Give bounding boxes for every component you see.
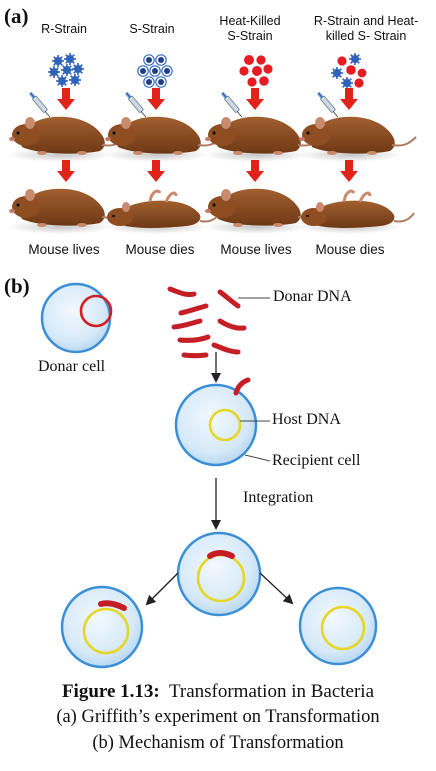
mouse-dead-icon bbox=[296, 189, 416, 236]
col-title-line: Heat-Killed bbox=[219, 14, 281, 28]
host-dna-label: Host DNA bbox=[272, 411, 341, 428]
syringe-icon bbox=[316, 91, 339, 118]
transformation-mechanism-graphic bbox=[40, 282, 378, 669]
griffith-experiment-graphic bbox=[7, 52, 417, 236]
syringe-icon bbox=[124, 91, 147, 118]
col-title-heat-killed: Heat-Killed S-Strain bbox=[205, 14, 295, 44]
col-title-s-strain: S-Strain bbox=[112, 22, 192, 37]
col-title-line: R-Strain and Heat- bbox=[313, 14, 419, 28]
arrow-down-icon bbox=[246, 160, 264, 182]
col-title-line: R-Strain bbox=[41, 22, 87, 36]
donor-dna-label: Donar DNA bbox=[273, 288, 352, 305]
figure-caption-line3: (b) Mechanism of Transformation bbox=[92, 733, 344, 753]
figure-caption-title: Figure 1.13: Transformation in Bacteria bbox=[0, 681, 436, 703]
donor-dna-fragments bbox=[167, 286, 247, 359]
figure-caption-line2: (a) Griffith’s experiment on Transformat… bbox=[56, 707, 380, 727]
strain-cluster-mixed bbox=[330, 52, 367, 90]
integration-label: Integration bbox=[243, 489, 314, 506]
strain-cluster-smooth bbox=[137, 54, 173, 88]
recipient-cell-label: Recipient cell bbox=[272, 452, 361, 469]
arrow-down-icon bbox=[57, 160, 75, 182]
arrow-down-icon bbox=[246, 88, 264, 110]
mouse-dead-icon bbox=[102, 189, 222, 236]
integrated-cell bbox=[176, 531, 262, 617]
donor-cell-label: Donar cell bbox=[38, 358, 106, 375]
donor-cell bbox=[40, 282, 113, 354]
transformed-daughter-cell bbox=[60, 585, 144, 669]
daughter-cell bbox=[298, 586, 378, 666]
outcome-label: Mouse dies bbox=[315, 242, 385, 257]
outcome-label: Mouse lives bbox=[220, 242, 292, 257]
outcome-label: Mouse dies bbox=[125, 242, 195, 257]
col-title-line: S-Strain bbox=[129, 22, 175, 36]
arrow-down-icon bbox=[147, 160, 165, 182]
figure-title: Transformation in Bacteria bbox=[168, 681, 375, 702]
strain-cluster-rough bbox=[47, 52, 85, 88]
col-title-mixed: R-Strain and Heat- killed S- Strain bbox=[296, 14, 436, 44]
outcome-label: Mouse lives bbox=[28, 242, 100, 257]
syringe-icon bbox=[220, 91, 243, 118]
syringe-icon bbox=[28, 91, 51, 118]
arrow-down-icon bbox=[340, 160, 358, 182]
figure-number: Figure 1.13: bbox=[61, 681, 160, 702]
recipient-cell bbox=[174, 377, 258, 467]
part-a-label: (a) bbox=[4, 4, 29, 28]
col-title-r-strain: R-Strain bbox=[24, 22, 104, 37]
col-title-line: killed S- Strain bbox=[325, 29, 407, 43]
arrow-down-icon bbox=[57, 88, 75, 110]
strain-cluster-heat-killed bbox=[239, 55, 273, 87]
arrow-down-icon bbox=[147, 88, 165, 110]
col-title-line: S-Strain bbox=[227, 29, 273, 43]
part-b-label: (b) bbox=[4, 274, 30, 298]
mouse-injected-icon bbox=[297, 115, 417, 163]
arrow-down-icon bbox=[340, 88, 358, 110]
